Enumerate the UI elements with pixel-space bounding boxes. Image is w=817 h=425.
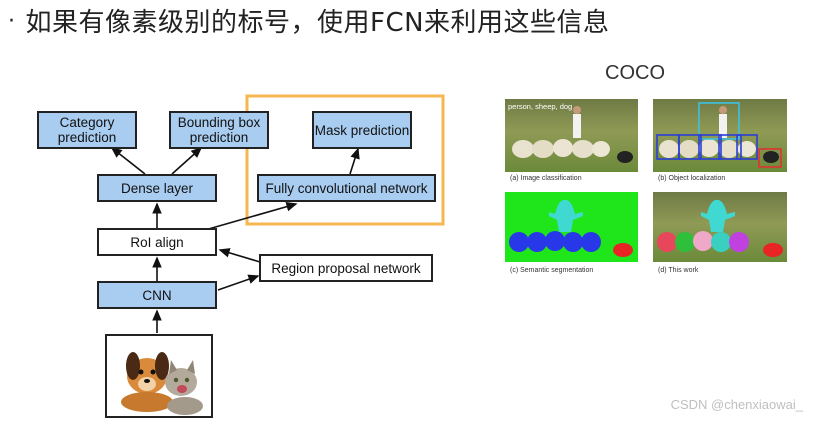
coco-panel-image-classification: person, sheep, dog	[505, 99, 638, 172]
watermark: CSDN @chenxiaowai_	[670, 397, 803, 412]
panel-b-caption: (b) Object localization	[658, 175, 726, 182]
dense-layer-box: Dense layer	[97, 174, 217, 202]
category-prediction-box: Category prediction	[37, 111, 137, 149]
arrow-roi-to-fcn	[204, 202, 298, 231]
region-proposal-network-box: Region proposal network	[259, 254, 433, 282]
title-bullet: ·	[8, 9, 16, 34]
bounding-box-prediction-box: Bounding box prediction	[169, 111, 269, 149]
arrow-rpn-to-roi	[218, 248, 261, 263]
bbox-sheep-2	[678, 134, 702, 160]
input-image	[105, 334, 213, 418]
panel-c-illustration	[509, 200, 633, 257]
panel-a-illustration	[512, 106, 633, 163]
arrow-cnn-to-rpn	[217, 274, 260, 291]
bbox-sheep-5	[736, 134, 758, 160]
panel-b-illustration	[656, 102, 782, 168]
fully-convolutional-network-box: Fully convolutional network	[257, 174, 436, 202]
bbox-sheep-3	[698, 134, 722, 160]
arrow-dense-to-bbox	[171, 146, 203, 175]
panel-d-caption: (d) This work	[658, 267, 699, 274]
slide-title: · 如果有像素级别的标号，使用FCN来利用这些信息	[8, 2, 610, 39]
mask-branch-highlight	[245, 94, 445, 226]
roi-align-box: RoI align	[97, 228, 217, 256]
panel-a-caption: (a) Image classification	[510, 175, 582, 182]
cnn-box: CNN	[97, 281, 217, 309]
title-text: 如果有像素级别的标号，使用FCN来利用这些信息	[25, 8, 610, 38]
panel-a-overlay-label: person, sheep, dog	[508, 102, 573, 111]
coco-panel-semantic-segmentation	[505, 192, 638, 262]
mask-prediction-box: Mask prediction	[312, 111, 412, 149]
bbox-sheep-4	[718, 134, 742, 160]
bbox-dog	[758, 148, 782, 168]
panel-c-caption: (c) Semantic segmentation	[510, 267, 594, 274]
panel-d-illustration	[657, 200, 783, 257]
coco-title: COCO	[605, 62, 665, 84]
coco-panel-object-localization	[653, 99, 787, 172]
arrow-dense-to-category	[110, 147, 146, 175]
dog-cat-illustration	[121, 352, 203, 415]
coco-panel-this-work	[653, 192, 787, 262]
arrow-fcn-to-mask	[349, 147, 360, 175]
